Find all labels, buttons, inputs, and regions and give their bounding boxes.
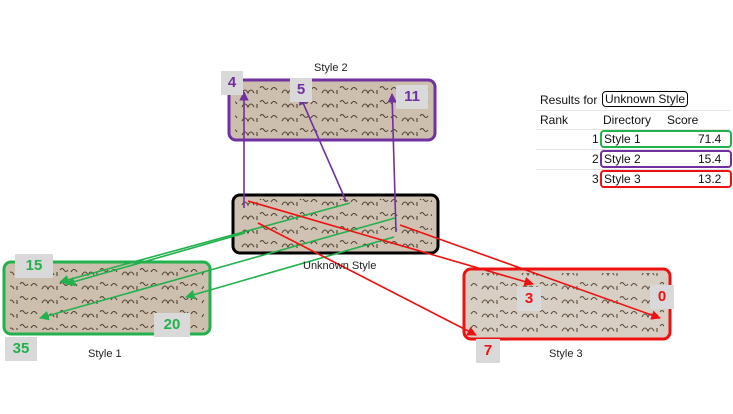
match-count-badge: 5 [290, 78, 312, 102]
divider [536, 169, 730, 170]
divider [536, 149, 730, 150]
result-rank: 3 [592, 172, 599, 186]
match-count-badge: 0 [650, 285, 674, 309]
results-title-target: Unknown Style [602, 91, 689, 107]
results-panel: Results for Unknown Style Rank Directory… [536, 91, 732, 188]
unknown-style-sample [231, 193, 440, 255]
result-score: 71.4 [698, 132, 722, 146]
divider [536, 110, 730, 111]
style1-label: Style 1 [88, 348, 122, 360]
result-score: 15.4 [698, 152, 722, 166]
result-row-highlight [600, 130, 732, 148]
match-count-badge: 15 [15, 254, 53, 278]
result-directory: Style 2 [604, 152, 641, 166]
unknown-style-label: Unknown Style [303, 260, 377, 272]
result-rank: 2 [592, 152, 599, 166]
match-count-badge: 4 [221, 71, 243, 95]
match-count-badge: 7 [476, 339, 500, 363]
style3-sample [462, 267, 672, 341]
result-directory: Style 1 [604, 132, 641, 146]
style3-arrows [247, 200, 661, 336]
style2-label: Style 2 [314, 62, 348, 74]
match-count-badge: 35 [5, 337, 37, 361]
result-row-highlight [600, 170, 732, 188]
result-row-highlight [600, 150, 732, 168]
result-score: 13.2 [698, 172, 722, 186]
results-title-prefix: Results for [540, 93, 598, 107]
style3-label: Style 3 [549, 348, 583, 360]
match-count-badge: 3 [517, 287, 541, 311]
style2-arrows [239, 91, 398, 233]
match-count-badge: 11 [396, 85, 428, 109]
match-count-badge: 20 [154, 313, 190, 337]
divider [536, 129, 730, 130]
column-header-score: Score [667, 113, 699, 127]
result-rank: 1 [592, 132, 599, 146]
column-header-directory: Directory [603, 113, 652, 127]
result-directory: Style 3 [604, 172, 641, 186]
column-header-rank: Rank [540, 113, 569, 127]
